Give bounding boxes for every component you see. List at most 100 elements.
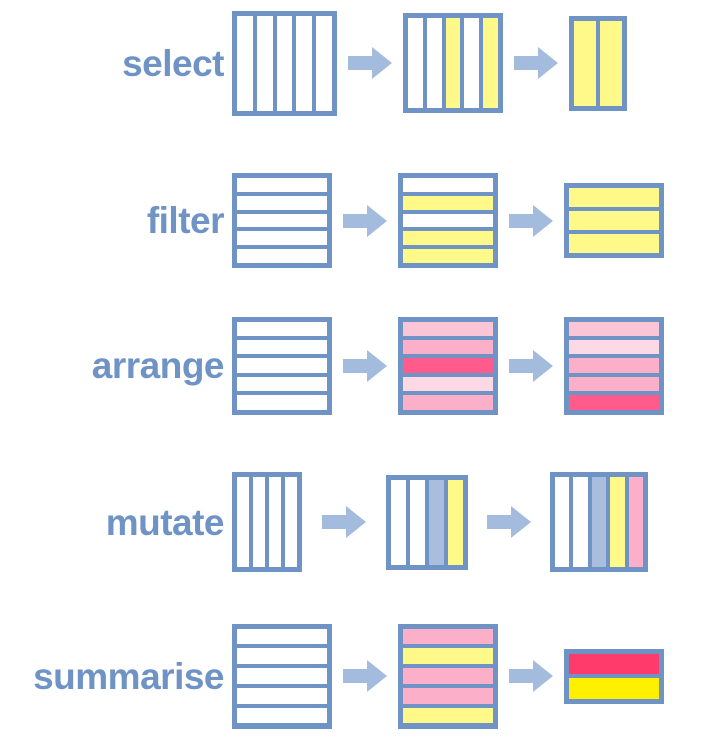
table-column [600,20,622,106]
table-row [569,376,659,392]
flow-arrow-icon [322,505,366,539]
stage-sequence [232,173,712,268]
table-column [574,20,596,106]
table-row [403,707,493,724]
table-column [448,479,463,565]
flow-arrow-icon [487,505,531,539]
table-highlight [398,173,498,268]
table-column [256,15,273,111]
table-row [237,321,327,336]
table-row [237,195,327,210]
table-result [564,316,664,415]
table-row [403,628,493,645]
table-highlight [386,474,468,570]
table-column [237,477,249,567]
table-row [237,231,327,246]
table-row [237,213,327,228]
flow-arrow-icon [348,46,392,80]
table-column [276,15,293,111]
table-column [237,15,253,111]
table-column [316,15,332,111]
table-highlight [398,316,498,415]
table-row [403,648,493,665]
table-row [403,687,493,704]
stage-sequence [232,10,712,116]
table-row [237,376,327,392]
table-row [403,249,493,263]
table-input [232,623,332,729]
table-row [237,249,327,263]
table-column [445,18,461,108]
table-row [237,707,327,724]
table-row [569,234,659,253]
table-row [403,668,493,684]
table-column [296,15,313,111]
table-column [408,18,423,108]
table-row [237,687,327,704]
table-row [403,376,493,392]
stage-sequence [232,623,712,729]
flow-arrow-icon [509,349,553,383]
stage-sequence [232,472,712,572]
table-result [564,648,664,704]
table-row [403,178,493,192]
table-row [403,395,493,410]
table-highlight [403,13,503,113]
table-input [232,316,332,415]
table-row [569,339,659,355]
table-row [403,358,493,373]
table-input [232,10,337,116]
table-row [569,653,659,674]
verb-row-filter: filter [0,168,712,273]
table-row [237,648,327,665]
table-row [237,668,327,684]
verb-label-filter: filter [146,200,225,241]
table-input [232,173,332,268]
verb-label-arrange: arrange [91,345,225,386]
table-column [391,479,406,565]
verb-row-summarise: summarise [0,620,712,732]
table-column [555,477,570,567]
table-row [403,321,493,336]
table-column [410,479,425,565]
table-row [403,213,493,228]
flow-arrow-icon [509,659,553,693]
table-row [237,358,327,373]
table-column [429,479,444,565]
table-row [569,321,659,336]
table-row [237,339,327,355]
table-column [269,477,281,567]
table-row [237,178,327,192]
verb-row-arrange: arrange [0,313,712,418]
verb-label-mutate: mutate [105,501,225,543]
verb-label-summarise: summarise [33,655,224,697]
verb-row-mutate: mutate [0,468,712,576]
table-result [550,472,648,572]
table-column [573,477,588,567]
table-row [403,231,493,246]
table-column [253,477,265,567]
table-column [426,18,442,108]
table-column [628,477,644,567]
table-column [610,477,625,567]
table-column [591,477,607,567]
verb-row-select: select [0,8,712,118]
verb-label-select: select [122,42,224,84]
table-row [403,195,493,210]
flow-arrow-icon [343,659,387,693]
table-row [237,628,327,645]
table-row [237,395,327,410]
table-row [569,188,659,207]
table-result [569,15,627,111]
table-row [569,358,659,373]
table-row [569,211,659,230]
table-highlight [398,623,498,729]
table-result [564,183,664,258]
table-input [232,472,302,572]
table-row [403,339,493,355]
flow-arrow-icon [514,46,558,80]
flow-arrow-icon [343,204,387,238]
stage-sequence [232,316,712,415]
table-column [464,18,480,108]
